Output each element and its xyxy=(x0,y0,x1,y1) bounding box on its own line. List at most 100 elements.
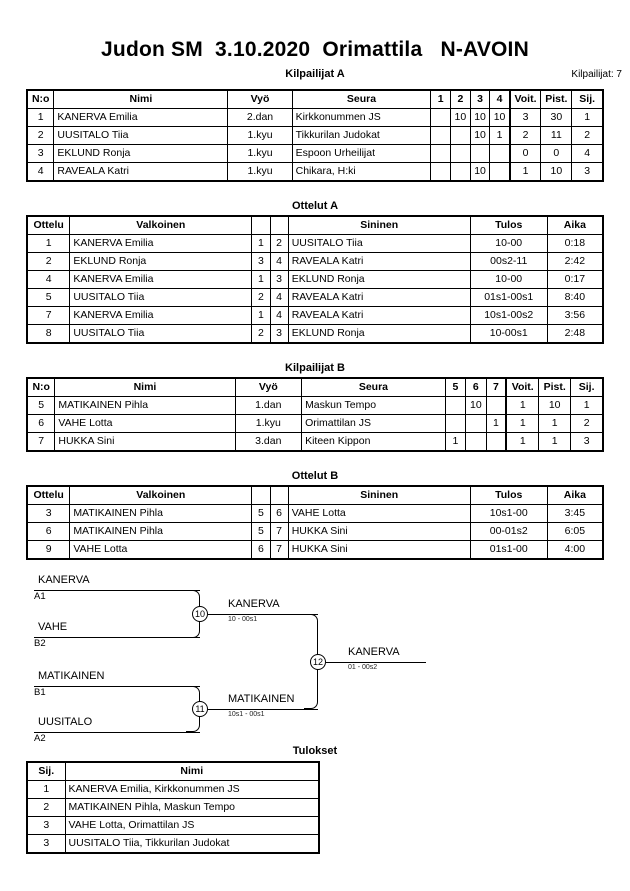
cell-vyo: 2.dan xyxy=(227,108,293,127)
cell-m6 xyxy=(465,432,487,452)
cell-nimi: VAHE Lotta, Orimattilan JS xyxy=(64,816,320,835)
col-m5: 5 xyxy=(444,377,467,397)
table-header-row: N:o Nimi Vyö Seura 5 6 7 Voit. Pist. Sij… xyxy=(26,377,604,397)
page-title: Judon SM 3.10.2020 Orimattila N-AVOIN xyxy=(101,38,529,61)
table-row: 2 MATIKAINEN Pihla, Maskun Tempo xyxy=(26,798,320,817)
col-pist: Pist. xyxy=(540,89,573,109)
bouts-b-body: 3 MATIKAINEN Pihla 5 6 VAHE Lotta 10s1-0… xyxy=(26,504,604,560)
table-row: 3 EKLUND Ronja 1.kyu Espoon Urheilijat 0… xyxy=(26,144,604,163)
bracket-entrant-name: MATIKAINEN xyxy=(38,670,105,682)
cell-m7 xyxy=(485,432,507,452)
table-row: 7 HUKKA Sini 3.dan Kiteen Kippon 1 1 1 3 xyxy=(26,432,604,452)
cell-ottelu: 2 xyxy=(26,252,71,271)
bracket-champion-name: KANERVA xyxy=(348,646,400,658)
cell-nimi: KANERVA Emilia, Kirkkonummen JS xyxy=(64,780,320,799)
cell-wnum: 1 xyxy=(251,270,271,289)
cell-white: MATIKAINEN Pihla xyxy=(69,504,253,523)
cell-bnum: 7 xyxy=(269,540,289,560)
col-m4: 4 xyxy=(489,89,511,109)
pool-b-body: 5 MATIKAINEN Pihla 1.dan Maskun Tempo 10… xyxy=(26,396,604,452)
cell-no: 2 xyxy=(26,126,55,145)
cell-seura: Kirkkonummen JS xyxy=(291,108,432,127)
cell-m2: 10 xyxy=(450,108,471,127)
cell-nimi: RAVEALA Katri xyxy=(53,162,229,182)
cell-tulos: 00-01s2 xyxy=(469,522,548,541)
cell-nimi: UUSITALO Tiia, Tikkurilan Judokat xyxy=(64,834,320,854)
col-vyo: Vyö xyxy=(234,377,303,397)
col-voit: Voit. xyxy=(508,89,542,109)
cell-aika: 2:48 xyxy=(546,324,604,344)
cell-ottelu: 9 xyxy=(26,540,71,560)
table-row: 1 KANERVA Emilia 2.dan Kirkkonummen JS 1… xyxy=(26,108,604,127)
cell-white: KANERVA Emilia xyxy=(69,234,253,253)
cell-wnum: 3 xyxy=(251,252,271,271)
bracket-match-score: 10s1 - 00s1 xyxy=(228,711,265,718)
col-m6: 6 xyxy=(465,377,487,397)
cell-aika: 2:42 xyxy=(546,252,604,271)
table-row: 9 VAHE Lotta 6 7 HUKKA Sini 01s1-00 4:00 xyxy=(26,540,604,560)
results-table: Sij. Nimi 1 KANERVA Emilia, Kirkkonummen… xyxy=(26,761,320,854)
cell-pist: 0 xyxy=(540,144,573,163)
cell-blue: RAVEALA Katri xyxy=(287,288,471,307)
cell-ottelu: 1 xyxy=(26,234,71,253)
cell-sij: 3 xyxy=(26,816,66,835)
col-m7: 7 xyxy=(485,377,507,397)
cell-sij: 1 xyxy=(571,108,604,127)
cell-tulos: 10s1-00s2 xyxy=(469,306,548,325)
table-row: 7 KANERVA Emilia 1 4 RAVEALA Katri 10s1-… xyxy=(26,306,604,325)
cell-bnum: 3 xyxy=(269,270,289,289)
bouts-a-heading: Ottelut A xyxy=(291,200,339,212)
bracket-match-score: 10 - 00s1 xyxy=(228,616,258,623)
cell-sij: 2 xyxy=(571,126,604,145)
cell-aika: 3:45 xyxy=(546,504,604,523)
cell-wnum: 2 xyxy=(251,324,271,344)
tournament-bracket: KANERVA A1 VAHE B2 10 KANERVA 10 - 00s1 … xyxy=(0,568,630,744)
cell-m3: 10 xyxy=(469,162,491,182)
col-aika: Aika xyxy=(546,215,604,235)
cell-tulos: 00s2-11 xyxy=(469,252,548,271)
bracket-entrant-name: VAHE xyxy=(38,621,68,633)
table-row: 4 KANERVA Emilia 1 3 EKLUND Ronja 10-00 … xyxy=(26,270,604,289)
cell-blue: HUKKA Sini xyxy=(287,540,471,560)
cell-white: KANERVA Emilia xyxy=(69,306,253,325)
cell-white: UUSITALO Tiia xyxy=(69,288,253,307)
col-aika: Aika xyxy=(546,485,604,505)
cell-no: 6 xyxy=(26,414,56,433)
cell-seura: Kiteen Kippon xyxy=(301,432,446,452)
bracket-entrant-line xyxy=(34,637,200,638)
col-sij: Sij. xyxy=(570,377,604,397)
col-bnum xyxy=(269,215,289,235)
table-header-row: Sij. Nimi xyxy=(26,761,320,781)
cell-bnum: 4 xyxy=(269,252,289,271)
cell-aika: 8:40 xyxy=(546,288,604,307)
entrant-count: Kilpailijat: 7 xyxy=(571,69,622,80)
bracket-node-10: 10 xyxy=(192,606,208,622)
cell-tulos: 10-00s1 xyxy=(469,324,548,344)
table-row: 2 EKLUND Ronja 3 4 RAVEALA Katri 00s2-11… xyxy=(26,252,604,271)
cell-tulos: 10s1-00 xyxy=(469,504,548,523)
cell-wnum: 6 xyxy=(251,540,271,560)
pool-a-section: N:o Nimi Vyö Seura 1 2 3 4 Voit. Pist. S… xyxy=(0,89,630,182)
table-row: 3 VAHE Lotta, Orimattilan JS xyxy=(26,816,320,835)
cell-m7: 1 xyxy=(485,414,507,433)
cell-sij: 4 xyxy=(571,144,604,163)
cell-wnum: 5 xyxy=(251,522,271,541)
cell-m5 xyxy=(444,414,467,433)
col-sininen: Sininen xyxy=(287,215,471,235)
cell-aika: 3:56 xyxy=(546,306,604,325)
cell-ottelu: 6 xyxy=(26,522,71,541)
cell-nimi: UUSITALO Tiia xyxy=(53,126,229,145)
cell-vyo: 3.dan xyxy=(234,432,303,452)
cell-pist: 1 xyxy=(538,414,572,433)
cell-sij: 2 xyxy=(570,414,604,433)
cell-m6: 10 xyxy=(465,396,487,415)
cell-voit: 1 xyxy=(508,162,542,182)
cell-sij: 1 xyxy=(570,396,604,415)
cell-bnum: 4 xyxy=(269,288,289,307)
cell-white: UUSITALO Tiia xyxy=(69,324,253,344)
col-ottelu: Ottelu xyxy=(26,485,71,505)
cell-blue: VAHE Lotta xyxy=(287,504,471,523)
cell-voit: 1 xyxy=(505,432,540,452)
bouts-b-heading: Ottelut B xyxy=(291,470,339,482)
col-sininen: Sininen xyxy=(287,485,471,505)
